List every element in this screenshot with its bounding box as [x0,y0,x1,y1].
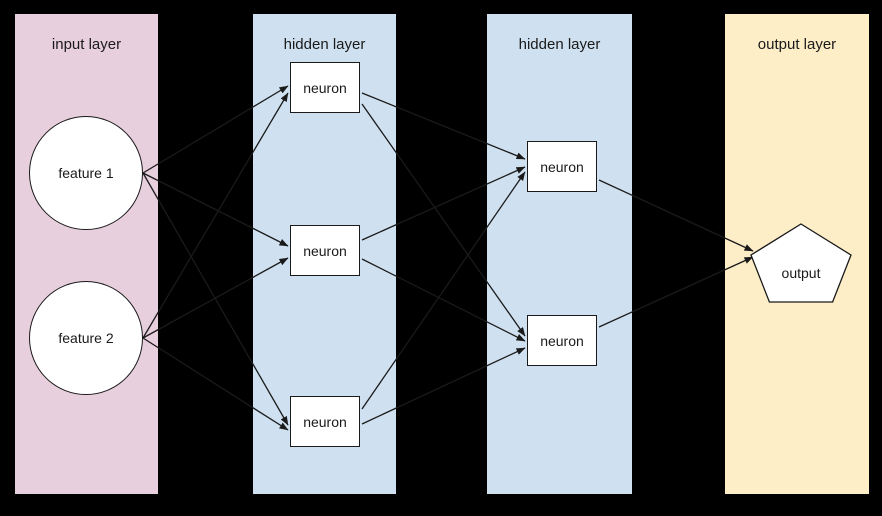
node-label-h2-neuron-1: neuron [540,158,584,175]
layer-title-output: output layer [757,36,837,53]
layer-title-hidden-2: hidden layer [518,36,601,53]
layer-panel-hidden-2 [487,14,632,494]
node-label-feature-2: feature 2 [58,330,114,346]
node-feature-1[interactable]: feature 1 [29,116,143,230]
pentagon-shape [750,223,852,303]
node-h2-neuron-2[interactable]: neuron [527,315,597,366]
node-label-h1-neuron-3: neuron [303,413,347,430]
node-label-h1-neuron-1: neuron [303,79,347,96]
node-h1-neuron-2[interactable]: neuron [290,225,360,276]
layer-panel-input [15,14,158,494]
layer-title-input: input layer [51,36,122,53]
node-h1-neuron-3[interactable]: neuron [290,396,360,447]
layer-title-hidden-1: hidden layer [283,36,366,53]
node-label-feature-1: feature 1 [58,165,114,181]
node-label-h1-neuron-2: neuron [303,242,347,259]
node-h1-neuron-1[interactable]: neuron [290,62,360,113]
node-label-h2-neuron-2: neuron [540,332,584,349]
node-h2-neuron-1[interactable]: neuron [527,141,597,192]
node-feature-2[interactable]: feature 2 [29,281,143,395]
node-output-node[interactable]: output [750,223,852,303]
node-label-output-node: output [781,264,821,281]
